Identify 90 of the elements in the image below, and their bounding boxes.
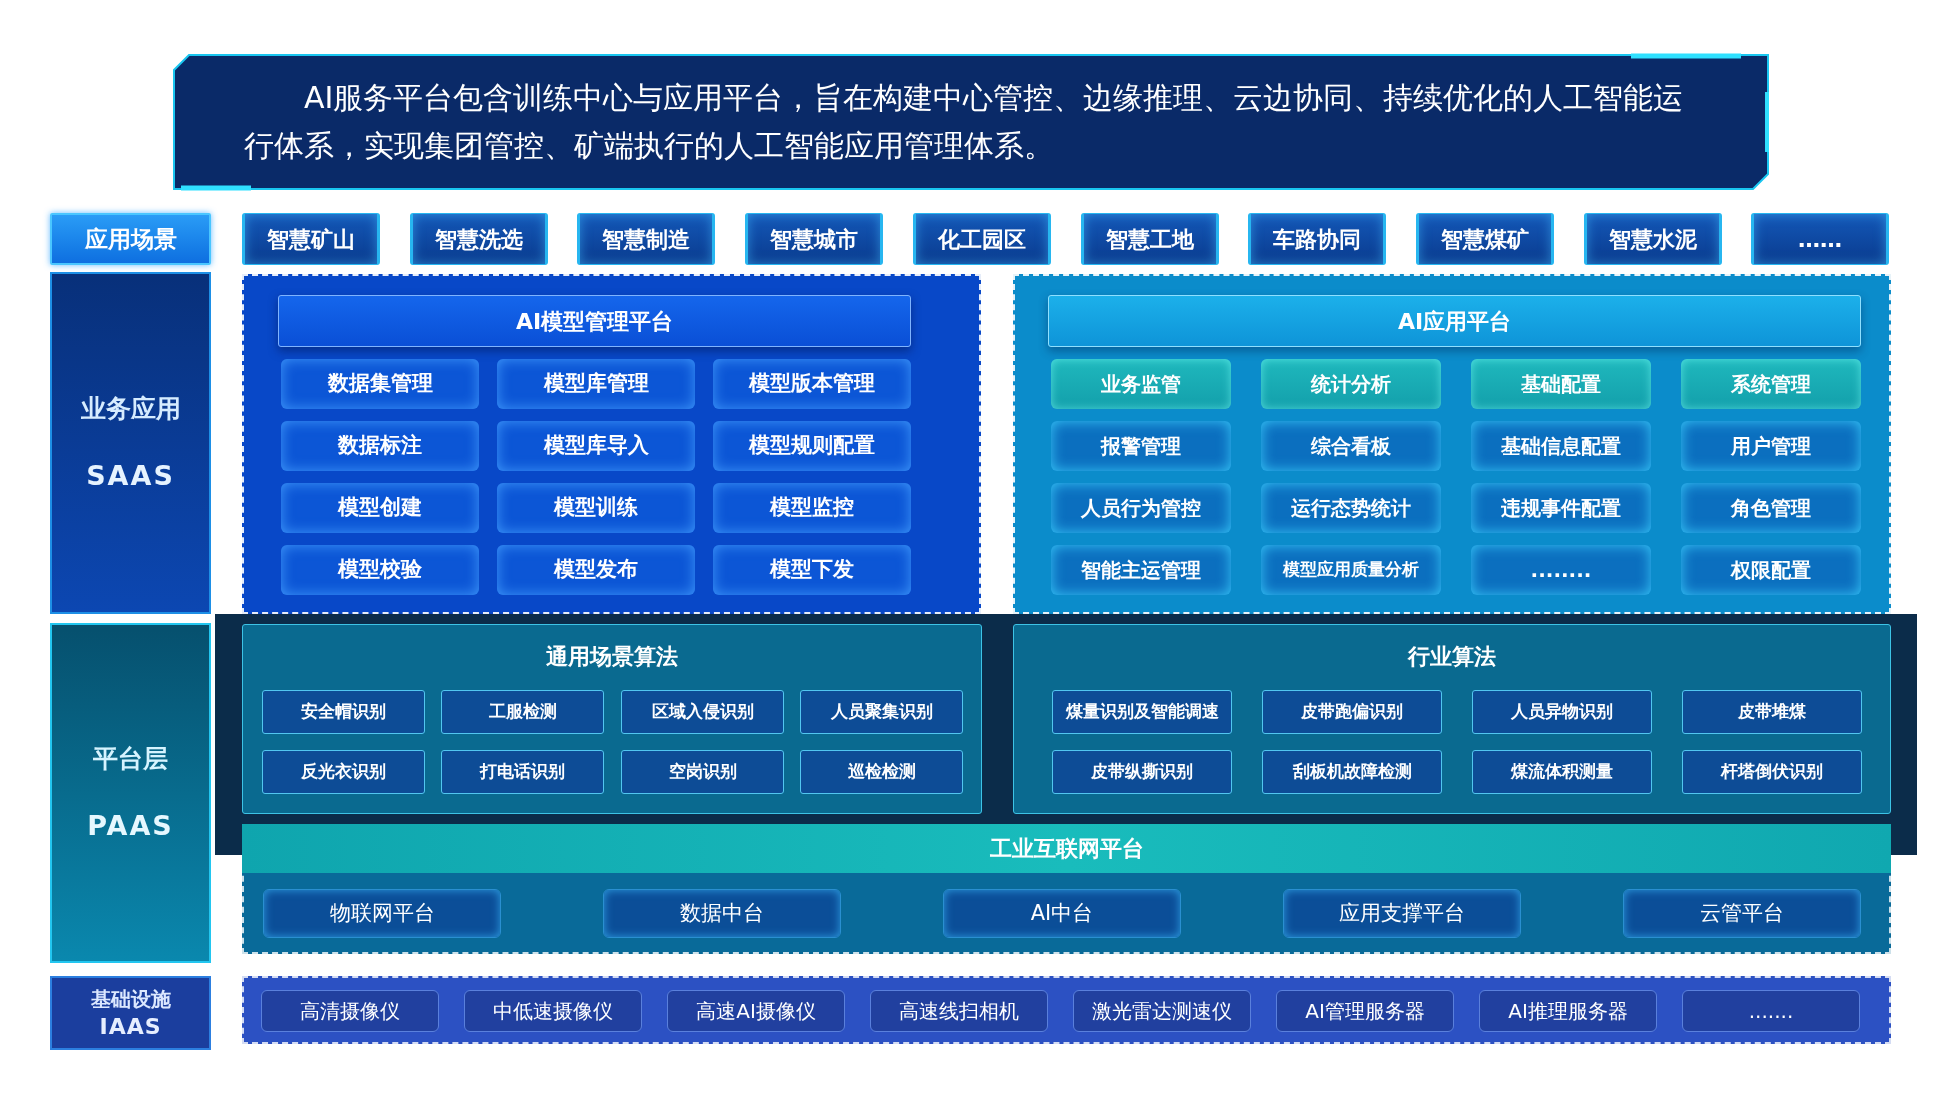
panel-header: AI应用平台 — [1048, 295, 1861, 347]
layer-code: PAAS — [87, 808, 174, 843]
panel-header: AI模型管理平台 — [278, 295, 911, 347]
function-tile: 基础信息配置 — [1471, 421, 1651, 471]
platform-tile: 应用支撑平台 — [1283, 889, 1521, 938]
function-tile: 运行态势统计 — [1261, 483, 1441, 533]
scenario-tag: …… — [1751, 213, 1889, 265]
function-tile: 数据集管理 — [281, 359, 479, 409]
algorithm-tile: 皮带堆煤 — [1682, 690, 1862, 734]
scenario-tag: 智慧水泥 — [1584, 213, 1722, 265]
scenario-tag: 智慧矿山 — [242, 213, 380, 265]
function-tile: 模型库管理 — [497, 359, 695, 409]
category-label: 应用场景 — [50, 213, 211, 265]
function-tile: 权限配置 — [1681, 545, 1861, 595]
dashed-panel — [242, 976, 1891, 1044]
platform-tile: 数据中台 — [603, 889, 841, 938]
function-tile: 模型训练 — [497, 483, 695, 533]
algorithm-tile: 人员异物识别 — [1472, 690, 1652, 734]
panel-title: 通用场景算法 — [546, 643, 678, 671]
algorithm-tile: 杆塔倒伏识别 — [1682, 750, 1862, 794]
algorithm-tile: 皮带纵撕识别 — [1052, 750, 1232, 794]
algorithm-tile: 煤量识别及智能调速 — [1052, 690, 1232, 734]
panel-title: 行业算法 — [1408, 643, 1496, 671]
algorithm-tile: 皮带跑偏识别 — [1262, 690, 1442, 734]
function-tile: 基础配置 — [1471, 359, 1651, 409]
function-tile: 系统管理 — [1681, 359, 1861, 409]
banner-text: AI服务平台包含训练中心与应用平台，旨在构建中心管控、边缘推理、云边协同、持续优化的人工智能运行体系，实现集团管控、矿端执行的人工智能应用管理体系。 — [244, 79, 1685, 165]
function-tile: 角色管理 — [1681, 483, 1861, 533]
scenario-tag: 智慧洗选 — [410, 213, 548, 265]
device-tile: AI推理服务器 — [1479, 990, 1657, 1032]
algorithm-tile: 区域入侵识别 — [621, 690, 784, 734]
function-tile: 模型创建 — [281, 483, 479, 533]
layer-label — [50, 272, 211, 614]
function-tile: 模型下发 — [713, 545, 911, 595]
function-tile: 模型库导入 — [497, 421, 695, 471]
scenario-tag: 智慧制造 — [577, 213, 715, 265]
scenario-tag: 智慧工地 — [1081, 213, 1219, 265]
scenario-tag: 智慧城市 — [745, 213, 883, 265]
device-tile: 高清摄像仪 — [261, 990, 439, 1032]
layer-title: 平台层 — [93, 743, 168, 775]
algorithm-tile: 刮板机故障检测 — [1262, 750, 1442, 794]
layer-code: SAAS — [86, 458, 175, 493]
title-band: 工业互联网平台 — [242, 824, 1891, 873]
device-tile: 中低速摄像仪 — [464, 990, 642, 1032]
platform-tile: 云管平台 — [1623, 889, 1861, 938]
function-tile: 用户管理 — [1681, 421, 1861, 471]
algorithm-tile: 空岗识别 — [621, 750, 784, 794]
algorithm-tile: 巡检检测 — [800, 750, 963, 794]
scenario-tag: 化工园区 — [913, 213, 1051, 265]
algorithm-tile: 安全帽识别 — [262, 690, 425, 734]
algorithm-tile: 工服检测 — [441, 690, 604, 734]
function-tile: 数据标注 — [281, 421, 479, 471]
banner-panel — [171, 52, 1771, 192]
function-tile: 人员行为管控 — [1051, 483, 1231, 533]
dashed-panel — [242, 274, 981, 614]
device-tile: AI管理服务器 — [1276, 990, 1454, 1032]
layer-title: 基础设施 — [90, 986, 171, 1013]
function-tile: 业务监管 — [1051, 359, 1231, 409]
function-tile: 报警管理 — [1051, 421, 1231, 471]
device-tile: 激光雷达测速仪 — [1073, 990, 1251, 1032]
function-tile: 模型应用质量分析 — [1261, 545, 1441, 595]
function-tile: 模型发布 — [497, 545, 695, 595]
device-tile: ....... — [1682, 990, 1860, 1032]
function-tile: 模型监控 — [713, 483, 911, 533]
platform-panel — [242, 824, 1891, 954]
algorithm-panel — [242, 624, 982, 814]
scenario-tag: 车路协同 — [1248, 213, 1386, 265]
layer-label — [50, 976, 211, 1050]
layer-title: 业务应用 — [80, 393, 181, 425]
function-tile: 模型规则配置 — [713, 421, 911, 471]
function-tile: 智能主运管理 — [1051, 545, 1231, 595]
algorithm-tile: 打电话识别 — [441, 750, 604, 794]
platform-tile: 物联网平台 — [263, 889, 501, 938]
scenario-tag: 智慧煤矿 — [1416, 213, 1554, 265]
function-tile: 综合看板 — [1261, 421, 1441, 471]
function-tile: 统计分析 — [1261, 359, 1441, 409]
algorithm-tile: 煤流体积测量 — [1472, 750, 1652, 794]
algorithm-panel — [1013, 624, 1891, 814]
function-tile: 违规事件配置 — [1471, 483, 1651, 533]
function-tile: 模型校验 — [281, 545, 479, 595]
layer-code: IAAS — [99, 1013, 162, 1041]
function-tile: ........ — [1471, 545, 1651, 595]
function-tile: 模型版本管理 — [713, 359, 911, 409]
device-tile: 高速AI摄像仪 — [667, 990, 845, 1032]
layer-label — [50, 623, 211, 963]
algorithm-tile: 反光衣识别 — [262, 750, 425, 794]
device-tile: 高速线扫相机 — [870, 990, 1048, 1032]
algorithm-tile: 人员聚集识别 — [800, 690, 963, 734]
dashed-panel — [1013, 274, 1891, 614]
platform-tile: AI中台 — [943, 889, 1181, 938]
